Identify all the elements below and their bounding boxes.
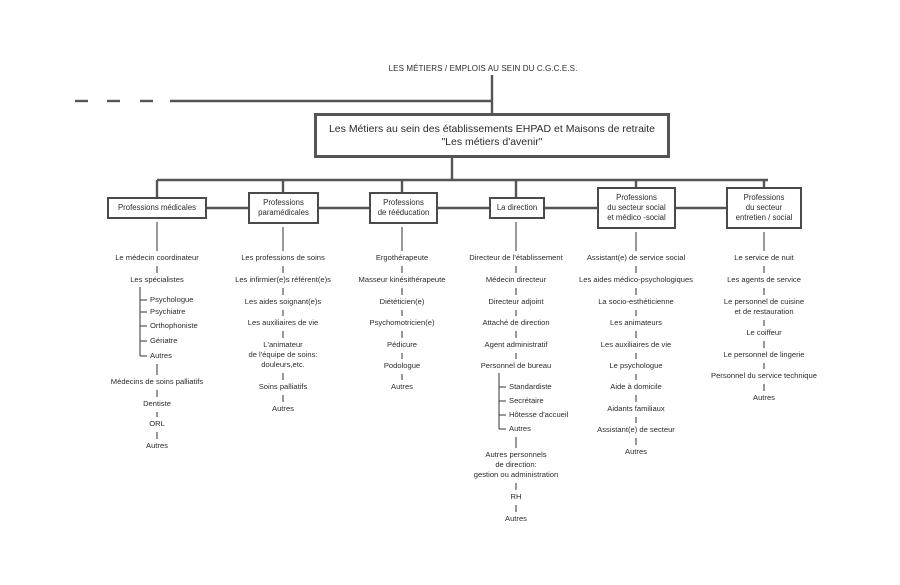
item-direction-3: Attaché de direction (482, 318, 550, 327)
subitem-direction: Autres (509, 424, 531, 433)
item-social-8: Assistant(e) de secteur (597, 425, 675, 434)
header-text: Professions médicales (117, 203, 196, 212)
item-social-7: Aidants familiaux (607, 404, 665, 413)
item-social-2: La socio-esthéticienne (598, 297, 674, 306)
item-entretien-0: Le service de nuit (734, 253, 794, 262)
item-medicales-0: Le médecin coordinateur (115, 253, 199, 262)
item-direction-0: Directeur de l'établissement (469, 253, 563, 262)
item-medicales-2: Médecins de soins palliatifs (110, 377, 204, 386)
subitem-medicales: Orthophoniste (150, 321, 198, 330)
item-direction-8: Autres (505, 514, 527, 523)
item-social-0: Assistant(e) de service social (586, 253, 686, 262)
item-paramedicales-3: Les auxiliaires de vie (247, 318, 319, 327)
header-text: du secteur (745, 203, 783, 212)
item-entretien-5: Personnel du service technique (711, 371, 817, 380)
main-box-line2: "Les métiers d'avenir" (441, 135, 543, 148)
item-entretien-3: Le coiffeur (746, 328, 782, 337)
item-social-1: Les aides médico-psychologiques (579, 275, 693, 284)
item-paramedicales-5: Soins palliatifs (258, 382, 308, 391)
item-reeducation-0: Ergothérapeute (375, 253, 429, 262)
subitem-medicales: Psychologue (150, 295, 194, 304)
header-text: entretien / social (735, 213, 793, 222)
header-box-medicales: Professions médicales (107, 197, 207, 219)
subitem-direction: Standardiste (509, 382, 552, 391)
header-text: Professions (383, 198, 424, 207)
subitem-direction: Secrétaire (509, 396, 544, 405)
item-social-5: Le psychologue (609, 361, 663, 370)
item-paramedicales-2: Les aides soignant(e)s (244, 297, 322, 306)
subitem-medicales: Autres (150, 351, 172, 360)
main-box-line1: Les Métiers au sein des établissements E… (328, 122, 656, 135)
header-text: Professions (743, 193, 785, 202)
header-text: Professions (263, 198, 304, 207)
item-reeducation-4: Pédicure (387, 340, 417, 349)
header-text: La direction (496, 203, 538, 212)
item-paramedicales-1: Les infirmier(e)s référent(e)s (235, 275, 331, 284)
chart-title: LES MÉTIERS / EMPLOIS AU SEIN DU C.G.C.E… (388, 64, 578, 73)
main-box: Les Métiers au sein des établissements E… (314, 113, 670, 158)
item-social-3: Les animateurs (610, 318, 662, 327)
header-text: paramédicales (258, 208, 309, 217)
item-direction-7: RH (510, 492, 522, 501)
item-medicales-3: Dentiste (143, 399, 171, 408)
item-social-6: Aide à domicile (610, 382, 662, 391)
item-reeducation-5: Podologue (383, 361, 421, 370)
subitem-medicales: Psychiatre (150, 307, 186, 316)
item-medicales-4: ORL (149, 419, 165, 428)
header-text: et médico -social (607, 213, 666, 222)
item-direction-2: Directeur adjoint (488, 297, 544, 306)
item-reeducation-6: Autres (391, 382, 413, 391)
item-direction-1: Médecin directeur (485, 275, 547, 284)
item-direction-5: Personnel de bureau (480, 361, 552, 370)
header-text: de rééducation (377, 208, 430, 217)
header-box-direction: La direction (489, 197, 545, 219)
item-social-4: Les auxiliaires de vie (600, 340, 672, 349)
item-entretien-1: Les agents de service (727, 275, 801, 284)
subitem-direction: Hôtesse d'accueil (509, 410, 569, 419)
header-text: Professions (616, 193, 657, 202)
item-reeducation-3: Psychomotricien(e) (369, 318, 435, 327)
item-medicales-5: Autres (146, 441, 168, 450)
item-entretien-6: Autres (753, 393, 775, 402)
item-entretien-4: Le personnel de lingerie (723, 350, 805, 359)
item-paramedicales-0: Les professions de soins (241, 253, 325, 262)
item-medicales-1: Les spécialistes (130, 275, 184, 284)
item-paramedicales-6: Autres (272, 404, 294, 413)
item-reeducation-2: Diététicien(e) (379, 297, 425, 306)
header-text: du secteur social (607, 203, 666, 212)
subitem-medicales: Gériatre (150, 336, 178, 345)
item-direction-4: Agent administratif (484, 340, 548, 349)
item-reeducation-1: Masseur kinésithérapeute (358, 275, 446, 284)
item-social-9: Autres (625, 447, 647, 456)
